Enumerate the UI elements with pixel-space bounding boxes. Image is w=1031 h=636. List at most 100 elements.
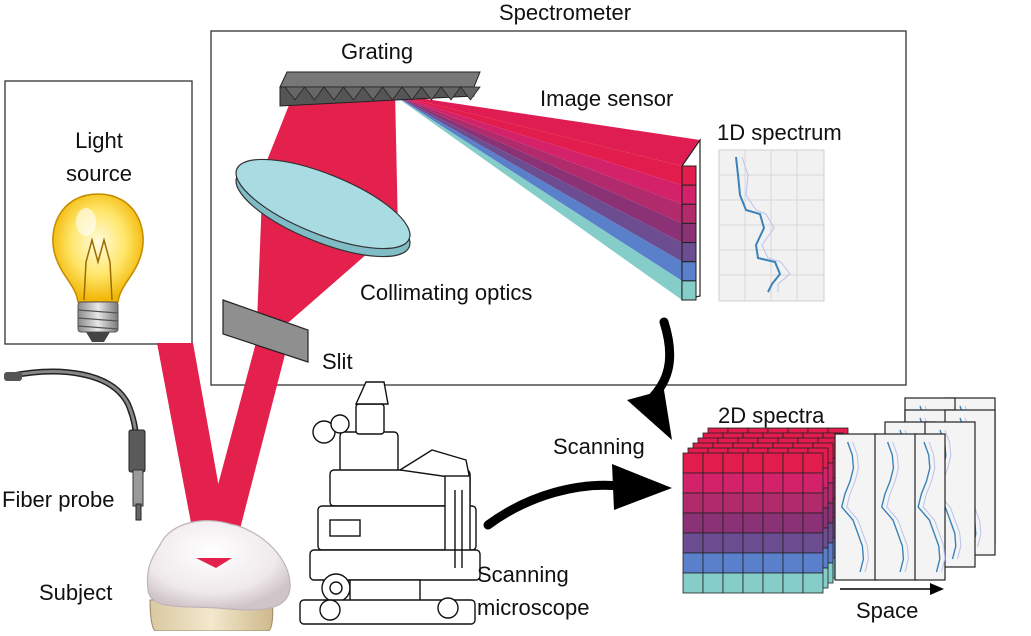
light-source-label-line1: Light <box>75 128 123 153</box>
cube-cell <box>742 512 764 534</box>
cube-cell <box>802 572 824 594</box>
cube-cell <box>702 492 724 514</box>
panel-band <box>922 441 946 573</box>
fan-band <box>392 94 682 224</box>
sensor-pixel <box>681 242 697 263</box>
sensor-pixel <box>681 261 697 282</box>
cube-cell <box>762 492 784 514</box>
spectra-2d-label: 2D spectra <box>718 403 825 428</box>
collimating-lens <box>235 158 411 258</box>
sensor-pixel <box>681 222 697 244</box>
light-source-label-line2: source <box>65 161 133 186</box>
spectrum-1d-label: 1D spectrum <box>717 120 842 145</box>
cube-cell <box>742 572 764 594</box>
cube-cell <box>722 532 744 554</box>
cube-cell <box>702 532 724 554</box>
cube-cell <box>762 512 784 534</box>
subject-icon <box>146 520 291 632</box>
scanning-arrow-right <box>483 464 672 530</box>
cube-cell <box>742 472 764 494</box>
spectrum-panel <box>914 433 946 581</box>
cube-cell <box>742 552 764 574</box>
cube-cell <box>742 452 764 474</box>
slit-label: Slit <box>322 349 353 374</box>
panel-line <box>840 441 865 573</box>
dispersed-fan <box>392 94 700 300</box>
cube-cell <box>762 472 784 494</box>
panel-band <box>886 441 909 573</box>
slit <box>222 299 309 363</box>
cube-cell <box>682 472 704 494</box>
grating-tooth <box>459 86 481 101</box>
grating-tooth <box>440 86 462 101</box>
scanning-label: Scanning <box>553 434 645 459</box>
panel-frame <box>914 433 946 581</box>
cube-cell <box>802 492 824 514</box>
collimating-optics-label: Collimating optics <box>360 280 533 305</box>
image-sensor <box>681 138 701 301</box>
spectrometer-label: Spectrometer <box>499 0 632 25</box>
cube-cell <box>702 472 724 494</box>
cube-cell <box>682 532 704 554</box>
grating-tooth <box>401 86 423 101</box>
panel-line <box>880 441 905 573</box>
grating <box>279 71 481 107</box>
fan-top-edge <box>392 94 700 166</box>
cube-cell <box>782 492 804 514</box>
sensor-pixel <box>681 165 697 186</box>
spectrum-panel <box>874 433 918 581</box>
cube-cell <box>762 552 784 574</box>
cube-cell <box>762 452 784 474</box>
collection-beam <box>198 335 290 560</box>
cube-layer <box>682 452 824 594</box>
cube-cell <box>762 572 784 594</box>
cube-cell <box>682 452 704 474</box>
grating-label: Grating <box>341 39 414 64</box>
cube-cell <box>682 572 704 594</box>
space-label: Space <box>856 598 919 623</box>
cube-cell <box>782 532 804 554</box>
spectrum-panel <box>834 433 878 581</box>
cube-cell <box>682 512 704 534</box>
subject-label: Subject <box>39 580 113 605</box>
sensor-pixel <box>681 184 697 205</box>
grating-tooth <box>342 86 364 101</box>
grating-tooth <box>323 86 345 101</box>
cube-cell <box>762 532 784 554</box>
image-sensor-label: Image sensor <box>540 86 674 111</box>
cube-cell <box>782 552 804 574</box>
grating-tooth <box>303 86 325 101</box>
light-bulb-icon <box>52 193 144 342</box>
space-arrow <box>840 583 944 595</box>
cube-cell <box>702 452 724 474</box>
cube-cell <box>722 552 744 574</box>
cube-cell <box>802 452 824 474</box>
fan-band <box>392 94 682 243</box>
cube-cell <box>682 552 704 574</box>
scanning-microscope-label-line1: Scanning <box>477 562 569 587</box>
beam-tip <box>196 558 232 568</box>
cube-cell <box>802 512 824 534</box>
fan-band <box>392 94 682 300</box>
scanning-microscope-icon <box>299 381 481 625</box>
spectrum-1d-plot <box>718 149 825 302</box>
cube-cell <box>742 532 764 554</box>
grating-tooth <box>381 86 403 101</box>
spectrum-1d-line <box>735 156 782 293</box>
cube-cell <box>702 512 724 534</box>
cube-cell <box>722 492 744 514</box>
cube-cell <box>802 532 824 554</box>
spectra-2d-cube <box>682 427 849 594</box>
spectra-2d-panels <box>834 397 996 581</box>
cube-cell <box>682 492 704 514</box>
grating-tooth <box>284 86 306 101</box>
fiber-probe-label: Fiber probe <box>2 487 115 512</box>
panel-line <box>917 441 941 573</box>
panel-band <box>846 441 869 573</box>
cube-cell <box>782 572 804 594</box>
cube-cell <box>782 512 804 534</box>
cube-cell <box>722 472 744 494</box>
grating-teeth <box>284 86 481 101</box>
